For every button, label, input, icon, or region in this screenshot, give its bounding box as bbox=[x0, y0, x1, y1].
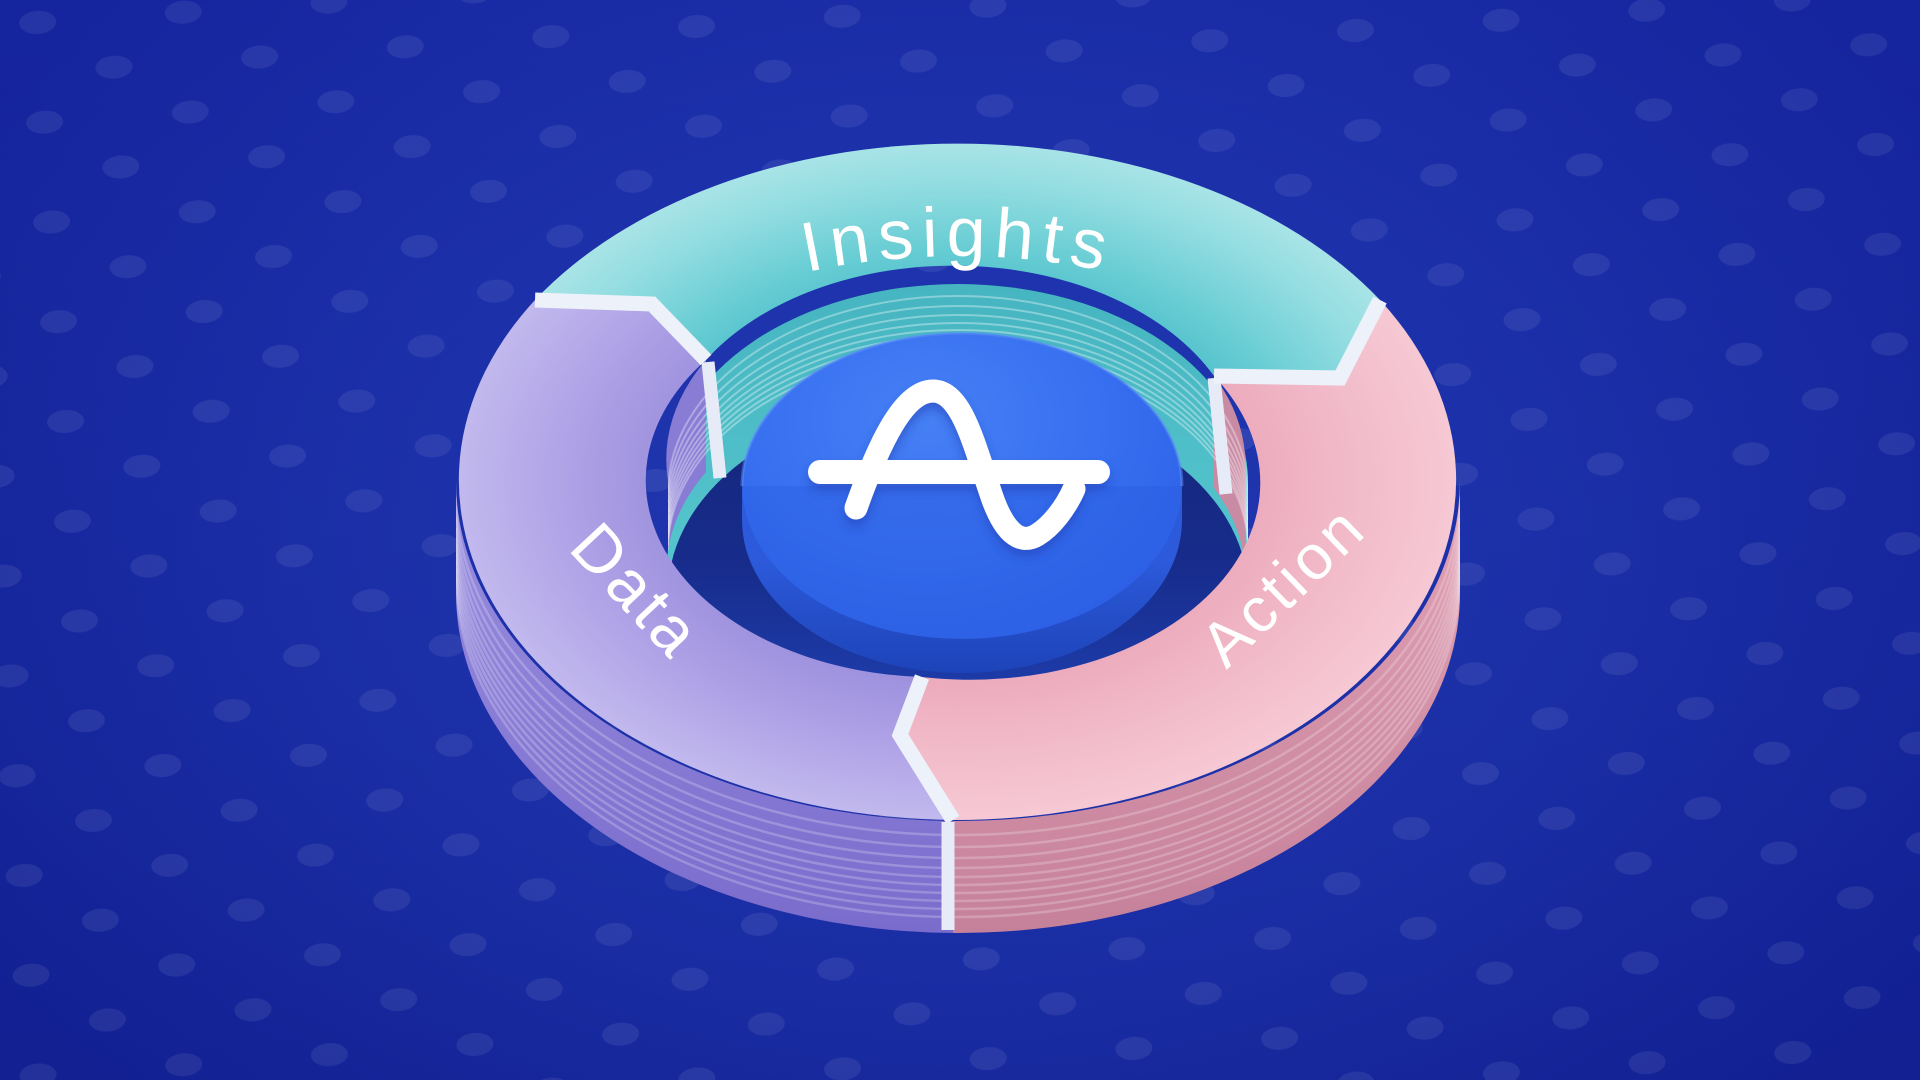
amplitude-logo-icon bbox=[808, 379, 1110, 550]
segment-action bbox=[900, 300, 1457, 821]
side-wall-grooves-data bbox=[455, 494, 953, 919]
arrow-divider-insights-action bbox=[1213, 296, 1387, 386]
inner-wall-insights bbox=[668, 284, 1248, 593]
side-wall-action bbox=[953, 481, 1460, 934]
segment-data bbox=[458, 300, 953, 820]
inner-wall-data bbox=[666, 360, 706, 593]
arrow-divider-action-data bbox=[891, 674, 960, 824]
center-puck bbox=[740, 331, 1184, 673]
side-wall-data bbox=[455, 481, 953, 933]
inner-wall-edge-data-insights bbox=[701, 361, 727, 479]
side-wall-grooves-action bbox=[953, 494, 1460, 919]
inner-wall-edge-insights-action bbox=[1207, 377, 1233, 495]
arrow-divider-data-insights bbox=[534, 292, 712, 366]
segment-insights bbox=[535, 143, 1380, 378]
